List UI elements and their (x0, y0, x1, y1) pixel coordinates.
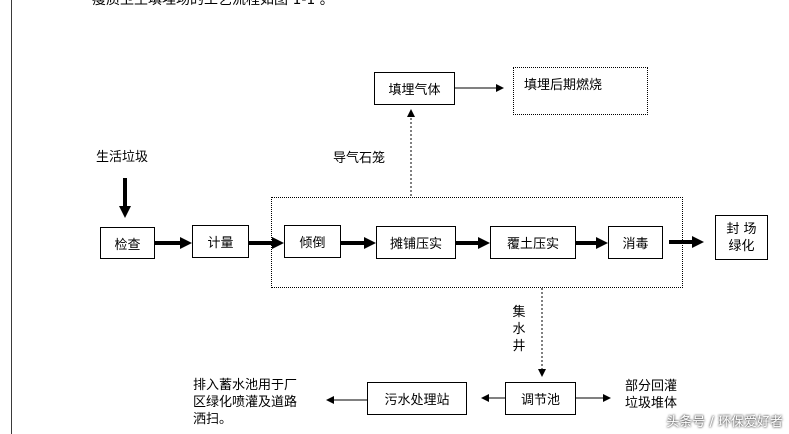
landfill-gas-label: 填埋气体 (388, 83, 441, 98)
sewage-station-box: 污水处理站 (367, 382, 467, 415)
dumping-box: 倾倒 (284, 225, 341, 258)
process-group-frame (271, 197, 683, 288)
inspection-label: 检查 (114, 237, 141, 253)
gas-cage-label: 导气石笼 (333, 151, 386, 166)
regulating-pool-label: 调节池 (520, 393, 560, 408)
metering-box: 计量 (192, 225, 249, 258)
late-combustion-box: 填埋后期燃烧 (513, 67, 648, 115)
sewage-station-label: 污水处理站 (384, 393, 450, 408)
closure-box: 封 场 绿化 (715, 215, 768, 260)
input-label: 生活垃圾 (96, 150, 149, 165)
late-combustion-label: 填埋后期燃烧 (524, 78, 603, 93)
spread-compact-box: 摊铺压实 (376, 226, 456, 259)
recirculation-label: 部分回灌 垃圾堆体 (625, 379, 678, 411)
input-down-arrowhead (119, 206, 131, 218)
soil-compact-label: 覆土压实 (506, 237, 559, 252)
header-text: 瘦质卫生填埋场的工艺流程如图 1-1 。 (92, 0, 334, 8)
discharge-label: 排入蓄水池用于厂 区绿化喷灌及道路 洒扫。 (193, 378, 298, 427)
page-left-rule (11, 0, 12, 434)
closure-label-line1: 封 场 (726, 221, 757, 237)
disinfection-label: 消毒 (622, 237, 649, 252)
dumping-label: 倾倒 (299, 236, 326, 251)
metering-label: 计量 (207, 236, 234, 251)
sump-label: 集 水 井 (512, 305, 526, 354)
disinfection-box: 消毒 (608, 226, 663, 259)
regulating-pool-box: 调节池 (505, 382, 576, 415)
inspection-box: 检查 (100, 227, 155, 259)
watermark: 头条号 / 环保爱好者 (666, 415, 783, 430)
soil-compact-box: 覆土压实 (490, 226, 576, 259)
closure-label-line2: 绿化 (728, 238, 755, 254)
spread-compact-label: 摊铺压实 (389, 237, 442, 252)
landfill-gas-box: 填埋气体 (374, 72, 455, 105)
